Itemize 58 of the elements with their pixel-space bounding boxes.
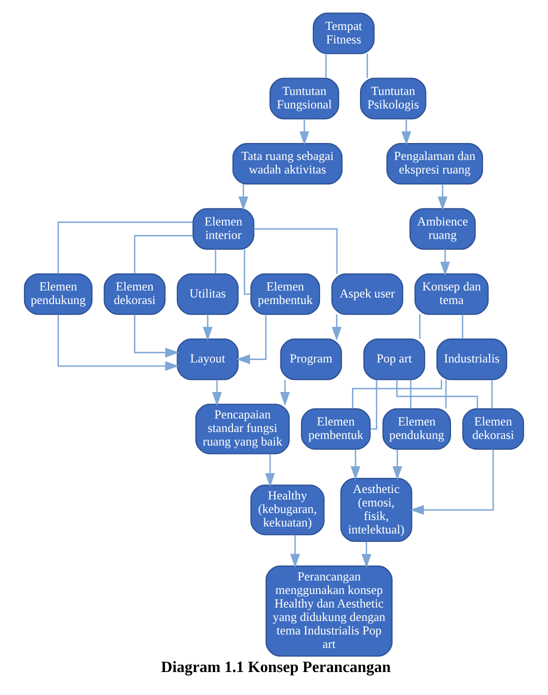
node-box: Perancangan menggunakan konsep Healthy dan Aesthetic yang didukung dengan tema Industrialis Pop art bbox=[266, 566, 393, 657]
node-box: Elemen dekorasi bbox=[462, 408, 524, 450]
connector bbox=[419, 314, 420, 339]
arrow bbox=[332, 314, 342, 341]
arrow bbox=[410, 449, 494, 515]
node-box: Pencapaian standar fungsi ruang yang baik bbox=[195, 404, 290, 454]
node-box: Tuntutan Fungsional bbox=[270, 78, 340, 120]
arrow bbox=[290, 534, 300, 568]
arrow bbox=[236, 314, 267, 364]
connector bbox=[325, 54, 327, 78]
node-box: Tempat Fitness bbox=[312, 12, 375, 54]
node-box: Konsep dan tema bbox=[414, 273, 489, 315]
connector bbox=[244, 249, 251, 295]
arrow bbox=[438, 184, 448, 210]
arrow bbox=[440, 249, 450, 276]
node-box: Elemen pendukung bbox=[24, 273, 92, 315]
arrow bbox=[299, 118, 310, 146]
node-box: Elemen pendukung bbox=[382, 408, 452, 450]
node-box: Industrialis bbox=[436, 338, 508, 380]
arrow bbox=[202, 314, 213, 341]
node-box: Elemen pembentuk bbox=[250, 273, 320, 315]
caption: Diagram 1.1 Konsep Perancangan bbox=[161, 658, 391, 676]
arrow bbox=[392, 449, 402, 480]
connector bbox=[352, 380, 442, 408]
node-box: Utilitas bbox=[176, 273, 239, 315]
node-box: Elemen pembentuk bbox=[300, 408, 371, 450]
node-box: Pop art bbox=[363, 338, 426, 380]
node-box: Aspek user bbox=[331, 273, 404, 315]
node-box: Program bbox=[280, 338, 342, 380]
arrow bbox=[350, 449, 360, 480]
arrow bbox=[58, 314, 180, 371]
node-box: Elemen dekorasi bbox=[104, 273, 166, 315]
node-box: Aesthetic (emosi, fisik, intelektual) bbox=[340, 478, 412, 542]
connector bbox=[491, 380, 493, 408]
arrow bbox=[212, 380, 222, 406]
node-box: Elemen interior bbox=[192, 208, 254, 250]
arrow bbox=[238, 184, 248, 210]
connector bbox=[134, 235, 193, 274]
connector bbox=[410, 380, 412, 408]
node-box: Layout bbox=[176, 338, 239, 380]
node-box: Healthy (kebugaran, kekuatan) bbox=[250, 484, 325, 536]
node-box: Ambience ruang bbox=[409, 208, 476, 250]
arrow bbox=[280, 380, 290, 406]
arrow bbox=[362, 542, 372, 568]
connector bbox=[254, 228, 338, 274]
connector bbox=[396, 380, 478, 409]
connector bbox=[445, 380, 447, 408]
arrow bbox=[134, 314, 180, 358]
connector bbox=[462, 314, 464, 339]
arrow bbox=[401, 118, 412, 146]
connector bbox=[370, 380, 378, 430]
node-box: Tuntutan Psikologis bbox=[360, 78, 426, 120]
node-box: Tata ruang sebagai wadah aktivitas bbox=[232, 142, 343, 185]
connector bbox=[214, 249, 216, 274]
connector bbox=[366, 54, 368, 78]
connector bbox=[58, 222, 193, 274]
arrow bbox=[265, 454, 275, 488]
node-box: Pengalaman dan ekspresi ruang bbox=[386, 142, 484, 185]
